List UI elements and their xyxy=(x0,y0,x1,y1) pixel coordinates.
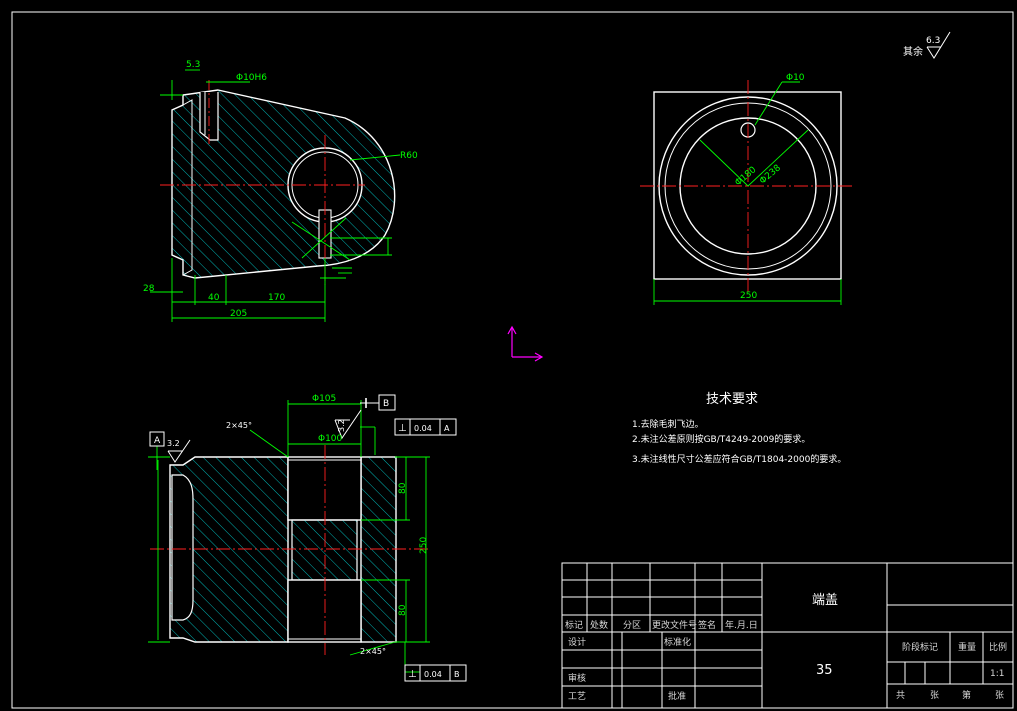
hdr-sign: 签名 xyxy=(698,619,716,631)
dim-hole-h6: Φ10H6 xyxy=(236,73,267,83)
dim-right-hole: Φ10 xyxy=(786,73,805,83)
row-standardize: 标准化 xyxy=(664,636,691,648)
hdr-count: 处数 xyxy=(590,619,608,631)
tech-req-item-1: 1.去除毛刺飞边。 xyxy=(632,418,704,430)
roughness-a: 3.2 xyxy=(167,439,180,448)
tol-bottom-value: 0.04 xyxy=(424,670,442,679)
top-left-view: 5.3 Φ10H6 R60 205 40 170 28 xyxy=(143,60,418,322)
roughness-symbol xyxy=(926,31,951,59)
tol-bottom-symbol: ⊥ xyxy=(408,669,417,680)
dim-d238: Φ238 xyxy=(758,163,783,186)
weight: 重量 xyxy=(958,641,976,653)
dim-width-total: 205 xyxy=(230,309,247,319)
title-block-text: 端盖 35 标记 处数 分区 更改文件号 签名 年.月.日 设计 标准化 审核 … xyxy=(565,593,1007,702)
datum-a-label: A xyxy=(154,436,161,446)
drawing-frame xyxy=(11,11,1014,709)
dim-w40: 40 xyxy=(208,293,220,303)
technical-requirements: 技术要求 1.去除毛刺飞边。 2.未注公差原则按GB/T4249-2009的要求… xyxy=(632,392,846,465)
row-process: 工艺 xyxy=(568,691,586,702)
top-right-square xyxy=(653,91,842,280)
dim-d180: Φ180 xyxy=(733,165,758,188)
sheet-no: 第 xyxy=(962,689,971,701)
dim-bore-top: Φ105 xyxy=(312,394,336,404)
ucs-icon xyxy=(507,325,544,362)
dim-overall-side: 250 xyxy=(419,537,429,554)
hdr-change-doc: 更改文件号 xyxy=(652,619,697,631)
scale: 比例 xyxy=(989,641,1007,653)
dim-chamfer-bottom: 2×45° xyxy=(360,647,386,656)
stage-mark: 阶段标记 xyxy=(902,641,938,653)
top-left-body xyxy=(171,89,396,279)
bottom-right-wall xyxy=(360,456,397,643)
dim-chamfer-top: 2×45° xyxy=(226,421,252,430)
bottom-left-view: A B ⊥ 0.04 A ⊥ 0.04 B Φ105 Φ100 2×45° 2×… xyxy=(148,394,467,682)
tolerance-frame-bottom xyxy=(404,664,467,682)
hdr-date: 年.月.日 xyxy=(725,619,758,631)
hdr-mark: 标记 xyxy=(565,619,583,631)
part-name: 端盖 xyxy=(812,593,838,608)
roughness-b: 3.2 xyxy=(337,419,346,432)
sheets-total: 共 xyxy=(896,690,905,701)
tol-bottom-datum: B xyxy=(454,670,460,679)
sheets-unit-a: 张 xyxy=(930,690,939,701)
material: 35 xyxy=(816,663,833,678)
tech-req-title: 技术要求 xyxy=(706,392,758,407)
dim-radius: R60 xyxy=(400,151,418,161)
tol-top-symbol: ⊥ xyxy=(398,423,407,434)
tol-top-datum: A xyxy=(444,424,450,433)
tolerance-frame-top xyxy=(394,418,457,436)
dim-bore-inner: Φ100 xyxy=(318,434,343,444)
dim-width-250: 250 xyxy=(740,291,757,301)
top-right-view: Φ10 Φ180 Φ238 250 其余 6.3 xyxy=(640,31,951,305)
dim-top-small: 5.3 xyxy=(186,60,200,70)
row-design: 设计 xyxy=(568,636,586,648)
dim-h80-top: 80 xyxy=(398,482,408,494)
title-block xyxy=(561,562,1014,709)
roughness-note-label: 其余 xyxy=(903,45,923,58)
dim-left-small: 28 xyxy=(143,284,155,294)
dim-w170: 170 xyxy=(268,293,285,303)
row-review: 审核 xyxy=(568,672,586,684)
dim-h80-bottom: 80 xyxy=(398,604,408,616)
roughness-note-value: 6.3 xyxy=(926,36,940,46)
tech-req-item-2: 2.未注公差原则按GB/T4249-2009的要求。 xyxy=(632,433,810,445)
datum-a-box xyxy=(149,431,165,447)
tech-req-item-3: 3.未注线性尺寸公差应符合GB/T1804-2000的要求。 xyxy=(632,453,846,465)
sheets-unit-b: 张 xyxy=(995,690,1004,701)
datum-b-label: B xyxy=(383,399,389,409)
row-approve: 批准 xyxy=(668,690,686,702)
bottom-left-recess xyxy=(171,474,194,621)
tol-top-value: 0.04 xyxy=(414,424,432,433)
scale-value: 1:1 xyxy=(990,669,1004,679)
hdr-zone: 分区 xyxy=(623,620,641,631)
